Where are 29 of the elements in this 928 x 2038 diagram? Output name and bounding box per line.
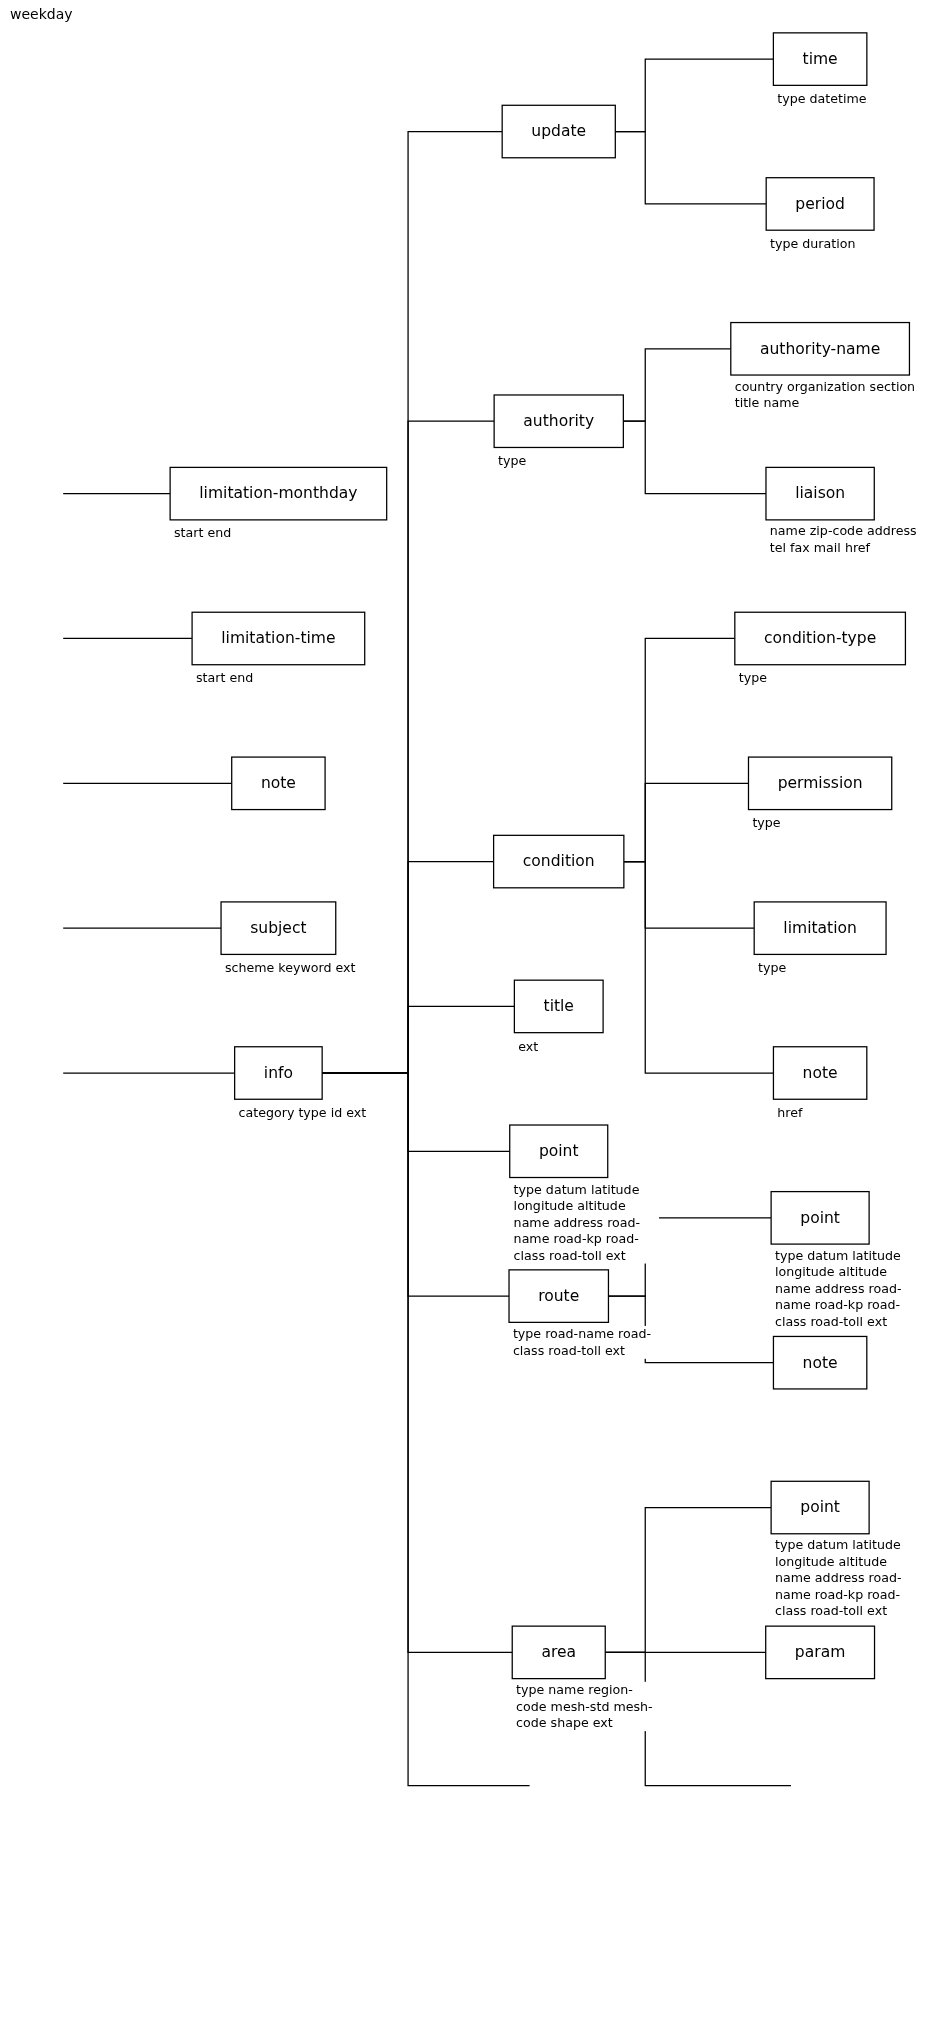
node-box: liaison xyxy=(765,466,875,521)
node-box: point xyxy=(770,1190,870,1245)
connector xyxy=(62,637,193,640)
node-box: note xyxy=(772,1335,868,1390)
node-box: route xyxy=(508,1269,610,1323)
connector xyxy=(62,927,222,929)
node-box: info xyxy=(234,1046,323,1100)
node-box: update xyxy=(501,104,616,159)
node-box: condition xyxy=(493,834,625,889)
node-box: point xyxy=(509,1124,609,1179)
node-box: time xyxy=(772,32,868,86)
node-box: limitation-time xyxy=(191,611,366,666)
node-box: param xyxy=(765,1625,876,1680)
connector xyxy=(62,493,171,495)
node-box: limitation-monthday xyxy=(169,466,388,521)
node-box: authority xyxy=(493,394,624,449)
node-box: note xyxy=(231,756,326,811)
connector xyxy=(321,1072,531,1787)
attribute-text: weekday xyxy=(10,6,73,22)
node-box: condition-type xyxy=(734,611,907,666)
node-box: title xyxy=(513,979,604,1034)
node-box: area xyxy=(511,1625,606,1680)
node-box: subject xyxy=(220,901,337,956)
node-box: point xyxy=(770,1480,870,1535)
node-box: permission xyxy=(747,756,893,811)
node-box: note xyxy=(772,1046,868,1100)
node-box: limitation xyxy=(753,901,887,956)
node-box: period xyxy=(765,177,875,231)
node-box: authority-name xyxy=(730,321,911,376)
